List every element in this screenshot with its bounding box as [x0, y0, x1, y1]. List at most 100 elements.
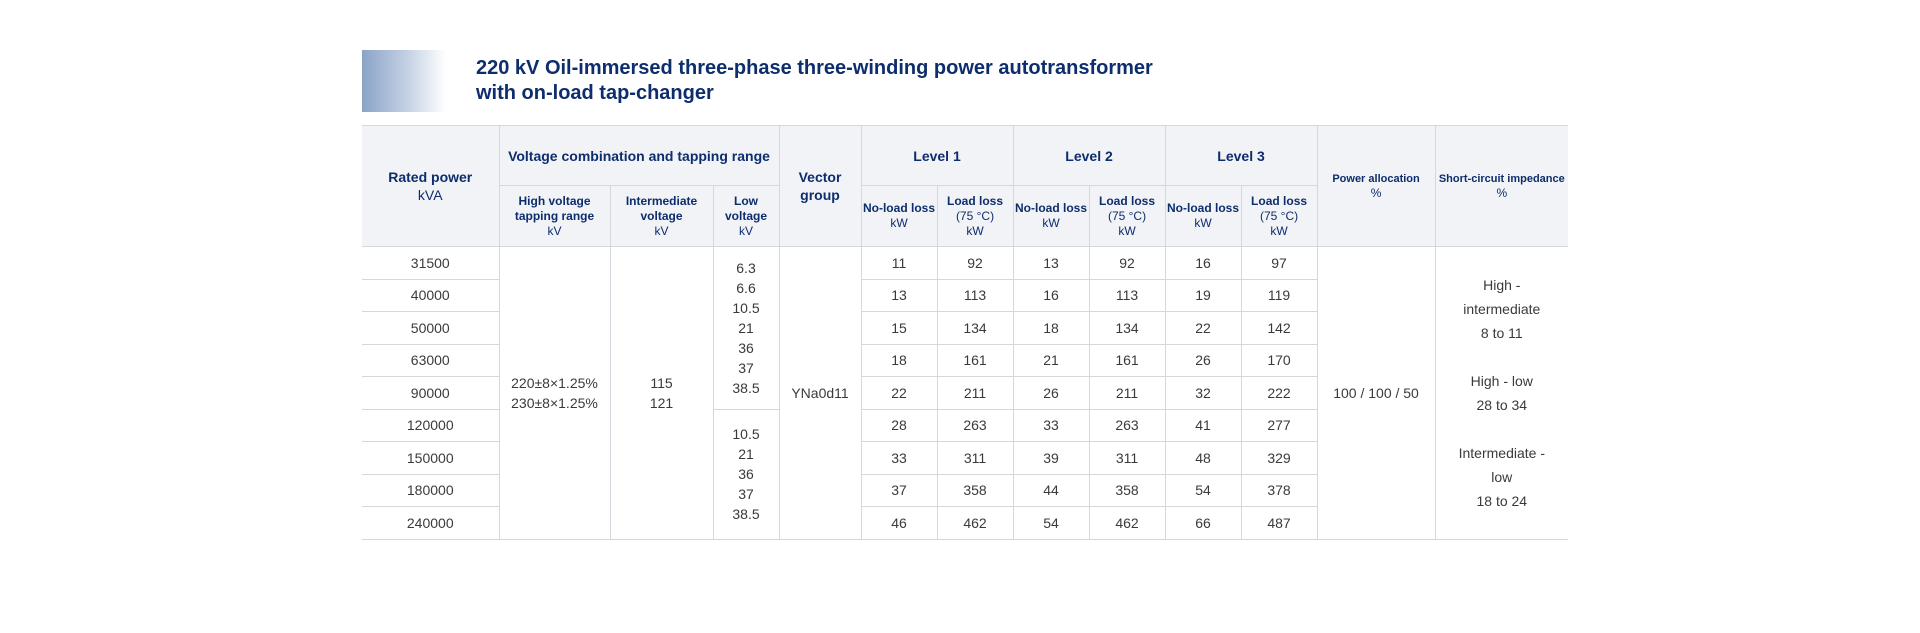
hv-value: 230±8×1.25%: [511, 394, 598, 411]
header-l2-no-load-loss: No-load loss kW: [1012, 185, 1090, 247]
header-hv-range: High voltage tapping range kV: [499, 185, 611, 247]
header-l3-load-loss: Load loss (75 °C) kW: [1240, 185, 1318, 247]
cell-power-allocation: 100 / 100 / 50: [1316, 246, 1436, 540]
cell-l2-load: 92: [1088, 246, 1166, 280]
cell-l1-no-load: 15: [860, 311, 938, 345]
header-load-loss-label: Load loss: [1099, 193, 1156, 208]
header-power-allocation-unit: %: [1370, 186, 1382, 200]
decorative-gradient-block: [362, 50, 446, 112]
cell-l2-load: 134: [1088, 311, 1166, 345]
header-no-load-label: No-load loss: [1167, 201, 1240, 215]
lv-value: 38.5: [732, 379, 760, 396]
header-lv-unit: kV: [738, 223, 753, 238]
cell-l1-load: 263: [936, 408, 1014, 442]
lv-value: 37: [738, 486, 754, 502]
header-load-loss-label: Load loss: [947, 193, 1004, 208]
cell-l3-load: 142: [1240, 311, 1318, 345]
header-loss-unit: kW: [966, 223, 984, 238]
cell-hv-range: 220±8×1.25% 230±8×1.25%: [498, 246, 611, 540]
spacer: [1436, 417, 1569, 441]
header-load-loss-temp: (75 °C): [1259, 208, 1299, 223]
cell-rated-power: 40000: [362, 278, 500, 312]
cell-l1-load: 311: [936, 441, 1014, 475]
header-power-allocation: Power allocation %: [1316, 125, 1436, 247]
header-rated-power: Rated power kVA: [362, 125, 500, 247]
cell-l3-no-load: 19: [1164, 278, 1242, 312]
cell-l1-load: 358: [936, 473, 1014, 507]
header-hv-label: High voltage tapping range: [514, 193, 595, 223]
cell-l3-no-load: 26: [1164, 343, 1242, 377]
header-load-loss-temp: (75 °C): [955, 208, 995, 223]
impedance-il-value: 18 to 24: [1476, 492, 1528, 509]
header-power-allocation-label: Power allocation: [1332, 173, 1420, 185]
cell-l3-load: 378: [1240, 473, 1318, 507]
cell-l1-no-load: 13: [860, 278, 938, 312]
cell-l2-no-load: 13: [1012, 246, 1090, 280]
cell-rated-power: 90000: [362, 376, 500, 410]
cell-l3-no-load: 66: [1164, 506, 1242, 540]
cell-rated-power: 31500: [362, 246, 500, 280]
header-vector-group: Vector group: [778, 125, 862, 247]
header-hv-unit: kV: [547, 223, 562, 238]
cell-l3-no-load: 54: [1164, 473, 1242, 507]
table-row: 31500 220±8×1.25% 230±8×1.25% 115 121 6.…: [362, 246, 1569, 540]
cell-l2-load: 358: [1088, 473, 1166, 507]
header-l1-load-loss: Load loss (75 °C) kW: [936, 185, 1014, 247]
table-header: Rated power kVA Voltage combination and …: [362, 125, 1569, 247]
impedance-hi-label: High -: [1483, 276, 1521, 293]
header-lv-label: Low voltage: [724, 193, 767, 223]
header-iv-label: Intermediate voltage: [625, 193, 698, 223]
cell-l1-load: 161: [936, 343, 1014, 377]
cell-l3-no-load: 41: [1164, 408, 1242, 442]
page-title: 220 kV Oil-immersed three-phase three-wi…: [476, 56, 1376, 106]
header-loss-unit: kW: [1270, 223, 1288, 238]
cell-l2-load: 211: [1088, 376, 1166, 410]
lv-value: 21: [738, 446, 754, 462]
cell-l2-no-load: 54: [1012, 506, 1090, 540]
cell-l1-no-load: 33: [860, 441, 938, 475]
header-level-3: Level 3: [1164, 125, 1318, 186]
hv-value: 220±8×1.25%: [511, 374, 598, 391]
header-loss-unit: kW: [1118, 223, 1136, 238]
cell-l2-load: 462: [1088, 506, 1166, 540]
cell-l1-no-load: 46: [860, 506, 938, 540]
header-loss-unit: kW: [1194, 216, 1212, 230]
cell-l2-no-load: 18: [1012, 311, 1090, 345]
cell-l3-load: 170: [1240, 343, 1318, 377]
spec-table: Rated power kVA Voltage combination and …: [362, 125, 1569, 540]
lv-value: 36: [738, 339, 754, 356]
cell-l3-no-load: 48: [1164, 441, 1242, 475]
header-level-2: Level 2: [1012, 125, 1166, 186]
cell-rated-power: 63000: [362, 343, 500, 377]
header-l3-no-load-loss: No-load loss kW: [1164, 185, 1242, 247]
cell-l2-load: 161: [1088, 343, 1166, 377]
header-load-loss-label: Load loss: [1251, 193, 1308, 208]
cell-rated-power: 180000: [362, 473, 500, 507]
title-line-2: with on-load tap-changer: [476, 82, 714, 104]
lv-value: 6.6: [736, 279, 756, 296]
cell-rated-power: 50000: [362, 311, 500, 345]
header-iv-unit: kV: [654, 223, 669, 238]
lv-value: 6.3: [736, 259, 756, 276]
cell-l1-no-load: 18: [860, 343, 938, 377]
lv-value: 37: [738, 359, 754, 376]
header-l1-no-load-loss: No-load loss kW: [860, 185, 938, 247]
cell-short-circuit-impedance: High - intermediate 8 to 11 High - low 2…: [1434, 246, 1569, 540]
lv-value: 10.5: [732, 299, 760, 316]
iv-value: 115: [650, 374, 673, 391]
table-row: 240000 46 462 54 462 66 487: [362, 506, 1568, 540]
impedance-hi-label: intermediate: [1463, 300, 1541, 317]
cell-l3-load: 119: [1240, 278, 1318, 312]
impedance-hl-value: 28 to 34: [1476, 396, 1528, 413]
impedance-il-label: low: [1491, 468, 1513, 485]
cell-l3-load: 97: [1240, 246, 1318, 280]
cell-l1-load: 92: [936, 246, 1014, 280]
header-rated-power-label: Rated power: [388, 169, 473, 185]
cell-rated-power: 120000: [362, 408, 500, 442]
cell-l2-no-load: 33: [1012, 408, 1090, 442]
header-voltage-combination: Voltage combination and tapping range: [498, 125, 780, 186]
cell-l1-load: 462: [936, 506, 1014, 540]
cell-l1-load: 211: [936, 376, 1014, 410]
cell-l1-no-load: 11: [860, 246, 938, 280]
cell-iv: 115 121: [609, 246, 714, 540]
